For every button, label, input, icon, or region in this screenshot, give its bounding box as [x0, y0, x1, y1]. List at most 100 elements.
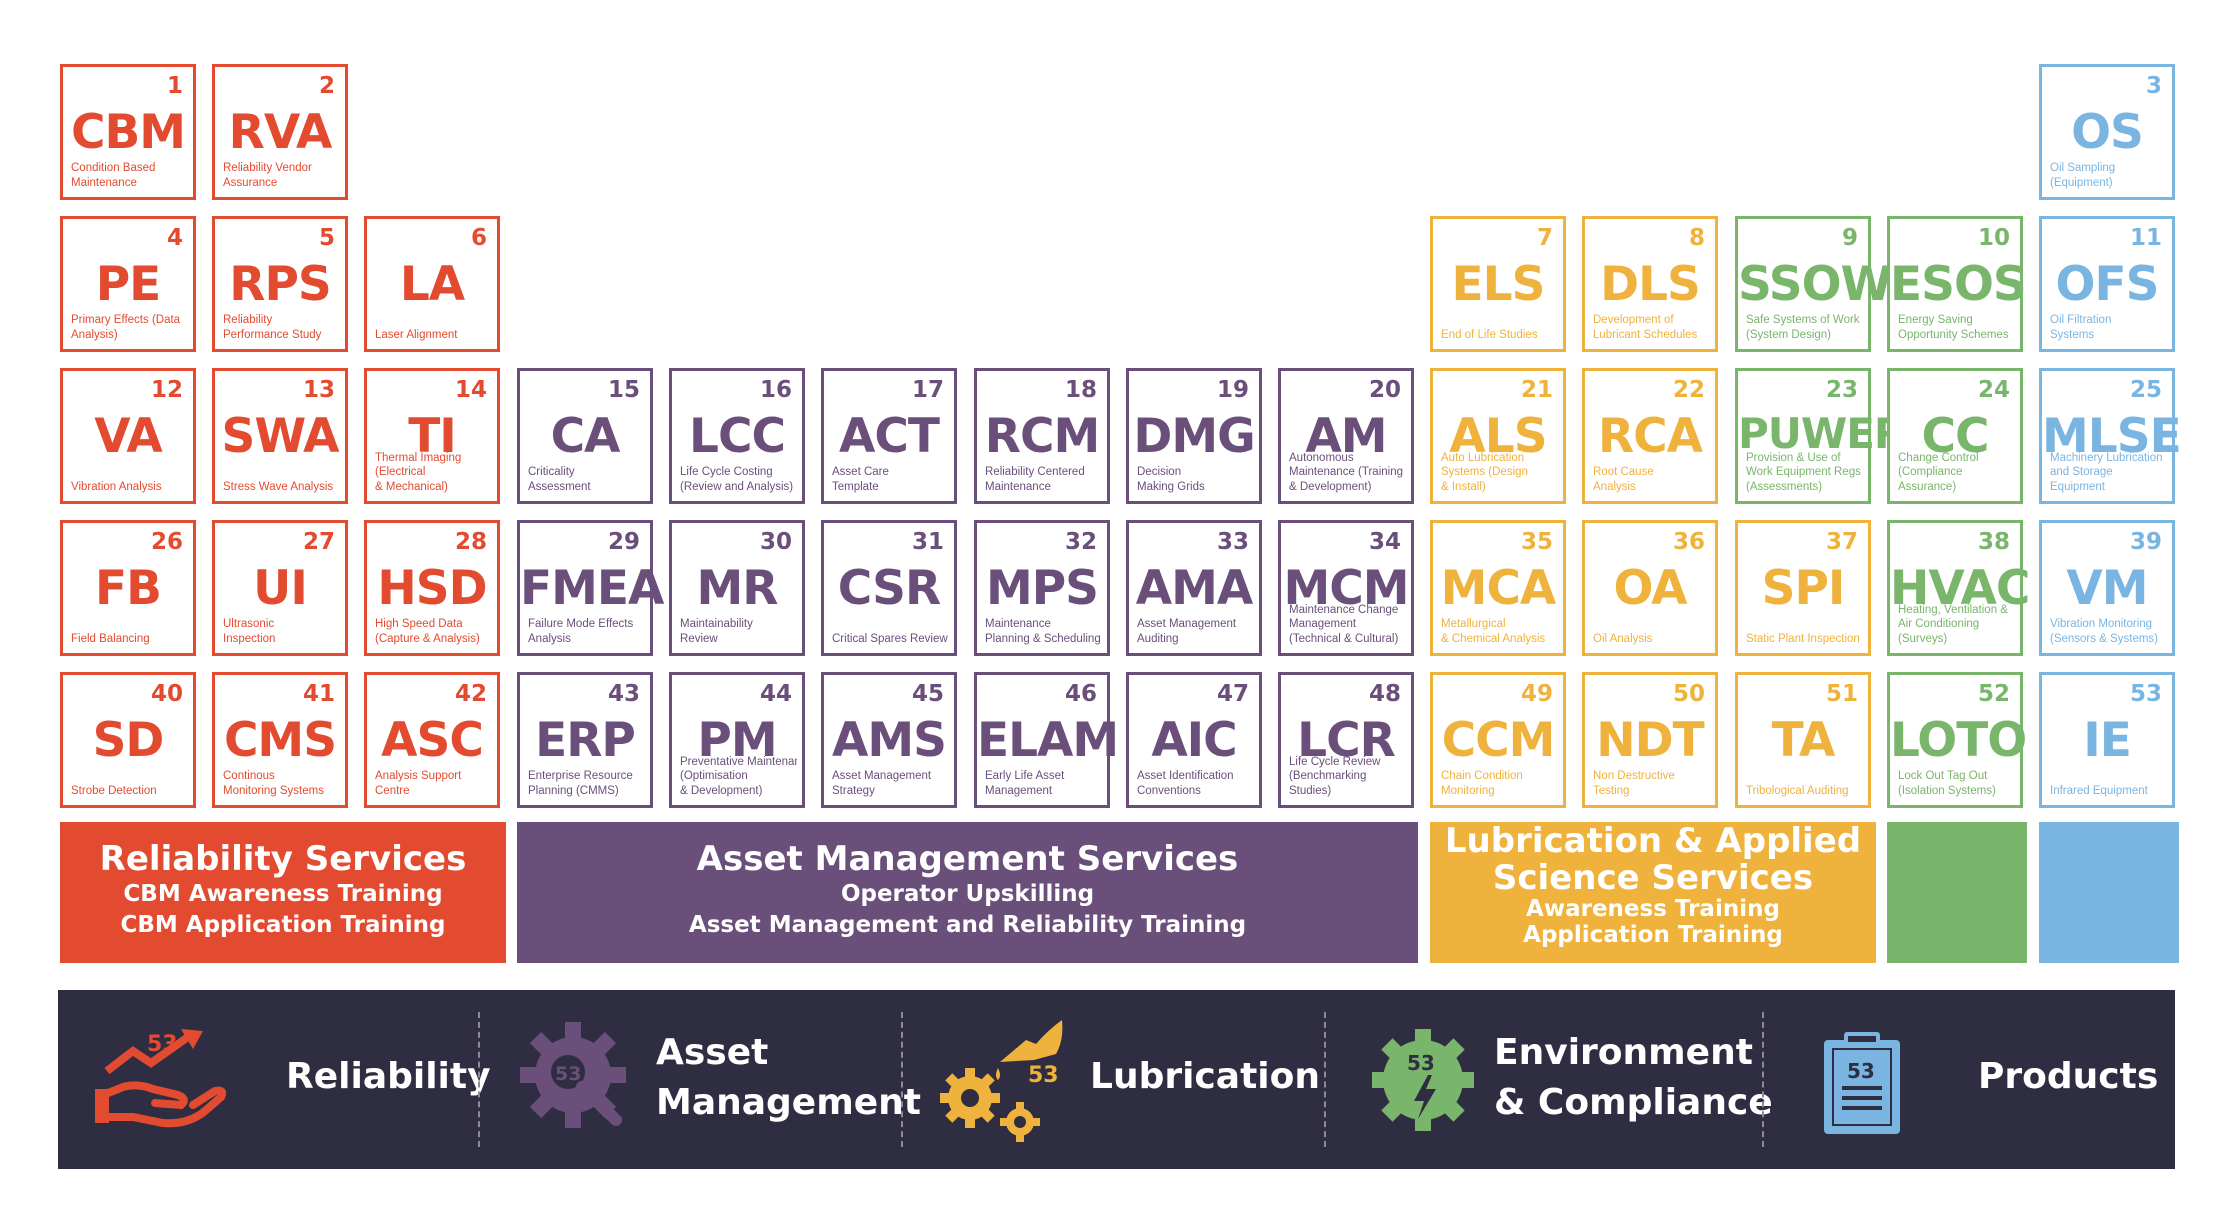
svg-text:53: 53: [1407, 1051, 1435, 1075]
element-name-line: Change Control: [1898, 451, 1979, 464]
element-name-line: (Equipment): [2050, 176, 2113, 189]
element-symbol: PE: [95, 257, 162, 312]
legend-label: & Compliance: [1494, 1082, 1773, 1123]
element-number: 5: [318, 225, 335, 251]
element-name-line: Primary Effects (Data: [71, 314, 181, 326]
element-name-line: Opportunity Schemes: [1898, 328, 2009, 341]
element-number: 36: [1672, 529, 1705, 555]
element-name: Oil Sampling (Equipment): [2050, 161, 2167, 190]
svg-text:53: 53: [147, 1032, 178, 1057]
svg-text:53: 53: [1028, 1063, 1059, 1088]
element-name-line: & Development): [1289, 480, 1372, 493]
element-number: 31: [911, 529, 944, 555]
element-symbol: AM: [1305, 409, 1387, 464]
element-symbol: AMS: [832, 713, 947, 768]
element-number: 50: [1672, 681, 1705, 707]
band-title: Asset Management Services: [696, 839, 1239, 879]
element-name-line: (Optimisation: [680, 770, 748, 782]
clipboard-icon: 53: [1824, 1032, 1900, 1134]
element-symbol: AMA: [1135, 561, 1254, 616]
element-name-line: Life Cycle Costing: [680, 466, 773, 478]
element-number: 47: [1216, 681, 1249, 707]
hand-growth-icon: 53: [95, 1029, 227, 1128]
element-name-line: (Isolation Systems): [1898, 784, 1996, 797]
element-name-line: Assurance: [223, 176, 278, 189]
element-symbol: ERP: [535, 713, 636, 768]
element-name-line: Lubricant Schedules: [1593, 328, 1698, 341]
element-name-line: Oil Sampling: [2050, 162, 2116, 174]
element-name-line: Energy Saving: [1898, 314, 1973, 326]
blue-band: [2039, 822, 2179, 963]
element-number: 23: [1825, 377, 1858, 403]
band-title: Science Services: [1492, 858, 1814, 898]
divider: [1762, 1012, 1764, 1147]
lubrication-services-band: Lubrication & Applied Science Services A…: [1430, 822, 1876, 963]
element-name-line: Vibration Analysis: [71, 480, 162, 493]
element-name-line: Asset Management: [1137, 618, 1237, 630]
element-name-line: Studies): [1289, 784, 1332, 797]
element-name-line: Reliability Centered: [985, 466, 1085, 478]
element-symbol: PUWER: [1738, 409, 1906, 458]
element-name-line: & Development): [680, 784, 763, 797]
element-symbol: HVAC: [1890, 561, 2030, 616]
legend-label: Environment: [1494, 1032, 1753, 1073]
element-name-line: Review: [680, 632, 718, 645]
element-number: 3: [2145, 73, 2162, 99]
element-name-line: Chain Condition: [1441, 770, 1523, 782]
element-symbol: IE: [2083, 713, 2132, 768]
element-number: 51: [1825, 681, 1858, 707]
band-line: CBM Awareness Training: [123, 881, 443, 907]
element-symbol: MR: [696, 561, 779, 616]
element-name-line: & Install): [1441, 480, 1486, 493]
band-line: Awareness Training: [1526, 896, 1780, 922]
element-number: 34: [1368, 529, 1401, 555]
element-name-line: Enterprise Resource: [528, 770, 633, 782]
element-name-line: Non Destructive: [1593, 770, 1675, 782]
element-number: 44: [759, 681, 792, 707]
element-name-line: Auditing: [1137, 632, 1179, 645]
element-number: 41: [302, 681, 335, 707]
legend-label: Management: [656, 1082, 921, 1123]
element-name-line: Reliability: [223, 314, 273, 326]
element-name: Tribological Auditing: [1746, 784, 1863, 799]
element-name-line: (Sensors & Systems): [2050, 632, 2158, 645]
element-symbol: VM: [2066, 561, 2148, 616]
element-symbol: TI: [408, 409, 457, 464]
element-symbol: CA: [550, 409, 621, 464]
divider: [478, 1012, 480, 1147]
element-number: 1: [166, 73, 183, 99]
reliability-services-band: Reliability Services CBM Awareness Train…: [60, 822, 506, 963]
band-title: Reliability Services: [99, 839, 467, 879]
element-symbol: ELS: [1451, 257, 1546, 312]
element-name-line: Stress Wave Analysis: [223, 480, 334, 493]
element-name: Laser Alignment: [375, 328, 492, 343]
